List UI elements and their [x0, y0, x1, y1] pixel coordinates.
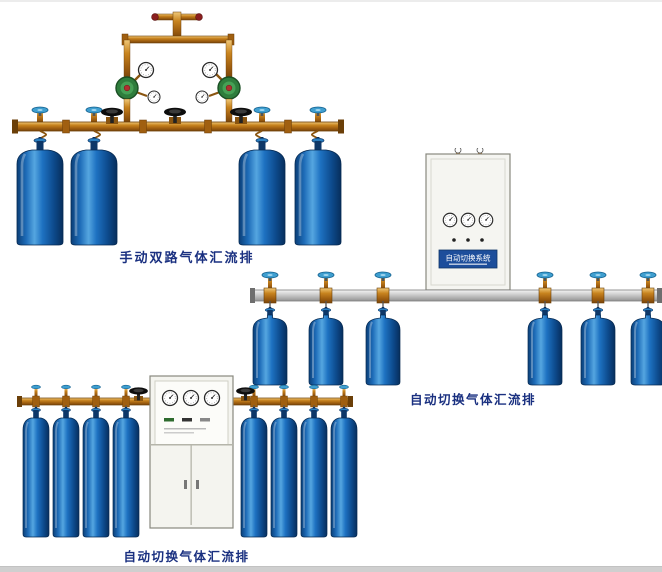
- cylinder-inlet-valves: [261, 271, 657, 290]
- pigtail-hoses: [39, 130, 319, 139]
- gas-cylinder: [69, 135, 119, 247]
- control-cabinet: [149, 375, 234, 529]
- door-handle: [184, 480, 187, 489]
- product-caption: 手动双路气体汇流排: [119, 251, 255, 266]
- manual-dual-manifold-image: [8, 4, 348, 250]
- outlet-header-assembly: [121, 11, 235, 79]
- cabinet-door-seam: [190, 445, 192, 525]
- gas-cylinder: [580, 306, 616, 386]
- shutoff-valve-handwheels: [129, 387, 255, 401]
- pressure-gauge: [161, 389, 179, 407]
- cabinet-label-plate: 自动切换系统: [438, 249, 498, 269]
- pressure-gauge: [182, 389, 200, 407]
- gas-cylinder: [240, 406, 268, 538]
- shutoff-valve-handwheels: [101, 107, 252, 124]
- gas-cylinder: [22, 406, 50, 538]
- gas-cylinder: [112, 406, 140, 538]
- pressure-gauge: [203, 389, 221, 407]
- gas-cylinder: [330, 406, 358, 538]
- top-border: [0, 0, 662, 2]
- pressure-regulator-right: [195, 61, 241, 104]
- gas-cylinder: [365, 306, 401, 386]
- cylinder-inlet-valves: [31, 384, 349, 397]
- product-caption: 自动切换气体汇流排: [409, 392, 536, 407]
- cabinet-plate-text: 自动切换系统: [446, 253, 491, 263]
- gas-cylinder: [527, 306, 563, 386]
- gas-cylinder: [82, 406, 110, 538]
- auto-switch-manifold-image: 自动切换系统: [250, 148, 662, 386]
- pressure-gauge: [478, 212, 494, 228]
- gas-cylinder: [270, 406, 298, 538]
- bottom-border: [0, 566, 662, 572]
- manifold-pipe-right: [232, 395, 353, 408]
- gas-cylinder: [52, 406, 80, 538]
- product-caption: 自动切换气体汇流排: [123, 549, 250, 564]
- riser-pipe: [123, 98, 131, 123]
- auto-switch-manifold-image-2: [14, 372, 360, 544]
- door-handle: [196, 480, 199, 489]
- control-cabinet: 自动切换系统: [425, 148, 511, 291]
- manifold-rail: [250, 287, 662, 304]
- gas-cylinder: [300, 406, 328, 538]
- cylinder-inlet-valves: [31, 106, 327, 123]
- pressure-gauge: [442, 212, 458, 228]
- gas-cylinder: [15, 135, 65, 247]
- pressure-regulator-left: [115, 61, 161, 104]
- gas-cylinder: [630, 306, 662, 386]
- manifold-pipe-left: [17, 395, 151, 408]
- pressure-gauge: [460, 212, 476, 228]
